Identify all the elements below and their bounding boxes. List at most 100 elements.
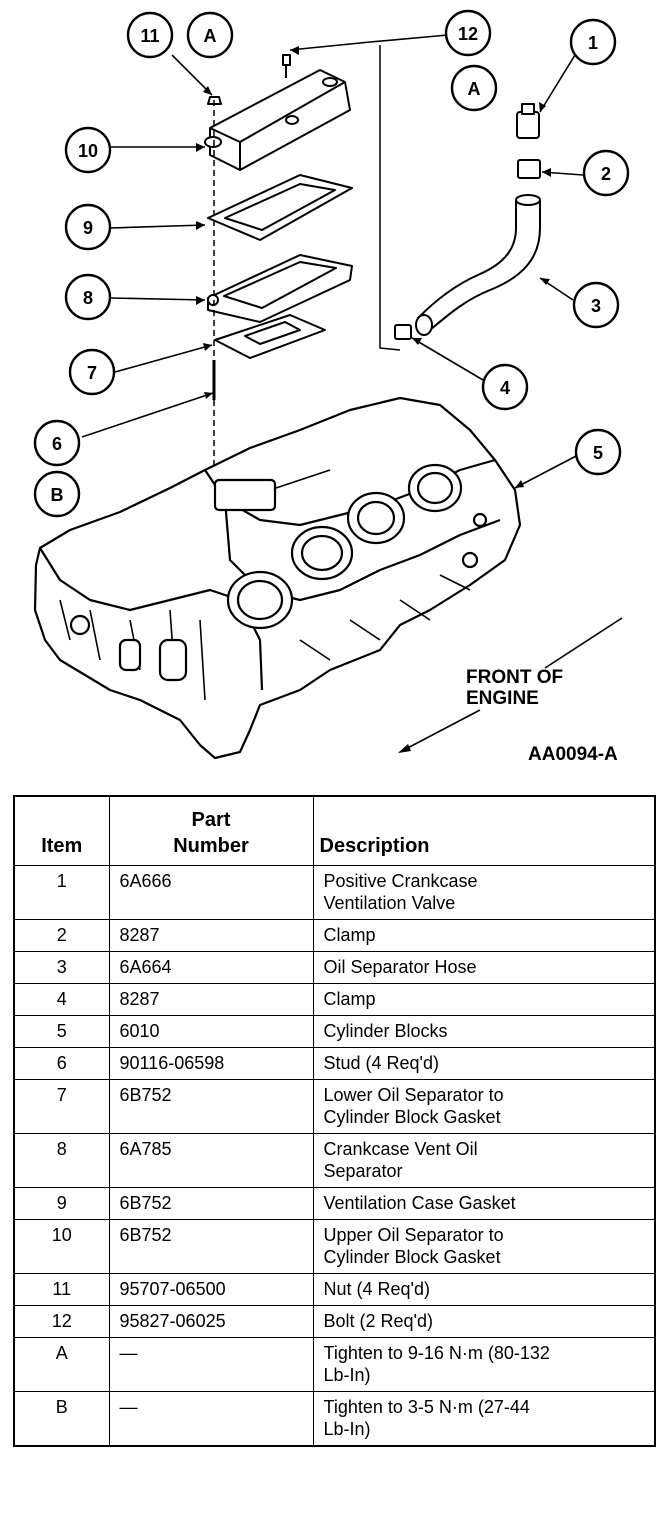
front-label-line1: FRONT OF [466, 667, 563, 688]
item-cell: 5 [13, 1015, 110, 1048]
callout-b-label: B [51, 485, 64, 505]
description-line: Clamp [323, 989, 376, 1009]
callout-6-circle [33, 419, 81, 467]
callout-a-right-circle [450, 64, 498, 112]
callout-2-label: 2 [601, 164, 611, 184]
description-line: Crankcase Vent Oil [323, 1139, 478, 1159]
description-line: Ventilation Case Gasket [323, 1193, 516, 1213]
callout-8-label: 8 [83, 288, 93, 308]
callout-a-right-label: A [468, 79, 481, 99]
callout-1-circle [569, 18, 617, 66]
front-arrowhead [398, 744, 411, 753]
part-number-cell: — [108, 1391, 314, 1447]
callout-7-label: 7 [87, 363, 97, 383]
item-cell: 8 [13, 1133, 110, 1188]
item-cell: 11 [13, 1273, 110, 1306]
description-line: Clamp [323, 925, 376, 945]
item-cell: 12 [13, 1305, 110, 1338]
exploded-view-diagram: 11 A 12 A 1 2 3 4 5 10 9 8 7 6 B FRONT O… [33, 9, 630, 765]
front-label-line2: ENGINE [466, 688, 539, 709]
callout-a-top-label: A [204, 26, 217, 46]
description-line: Separator [323, 1161, 403, 1181]
guide-lines [213, 45, 401, 470]
item-cell: 1 [13, 865, 110, 920]
part-number-cell: 6B752 [108, 1187, 314, 1220]
part-number-cell: 95827-06025 [108, 1305, 314, 1338]
callout-12-circle [444, 9, 492, 57]
callout-a-top-circle [186, 11, 234, 59]
part-number-cell: 6A785 [108, 1133, 314, 1188]
item-cell: 9 [13, 1187, 110, 1220]
front-of-engine-indicator: FRONT OF ENGINE [398, 617, 623, 753]
callout-b-circle [33, 470, 81, 518]
description-line: Cylinder Block Gasket [323, 1247, 501, 1267]
description-line: Tighten to 3-5 N·m (27-44 [323, 1397, 530, 1417]
description-cell: Stud (4 Req'd) [312, 1047, 656, 1080]
description-line: Tighten to 9-16 N·m (80-132 [323, 1343, 550, 1363]
item-cell: B [13, 1391, 110, 1447]
description-cell: Oil Separator Hose [312, 951, 656, 984]
callout-3-circle [572, 281, 620, 329]
pcv-hose-assembly [394, 103, 541, 340]
oil-separator-stack [204, 54, 353, 400]
item-cell: 6 [13, 1047, 110, 1080]
part-number-cell: 90116-06598 [108, 1047, 314, 1080]
description-line: Cylinder Blocks [323, 1021, 448, 1041]
callout-12-label: 12 [458, 24, 478, 44]
item-cell: 3 [13, 951, 110, 984]
header-item: Item [13, 795, 110, 866]
callout-6-label: 6 [52, 434, 62, 454]
item-cell: A [13, 1337, 110, 1392]
header-description: Description [312, 795, 656, 866]
table-header-row: Item Part Number Description [13, 795, 656, 866]
part-number-cell: 6010 [108, 1015, 314, 1048]
leader-lines [81, 34, 584, 489]
description-cell: Ventilation Case Gasket [312, 1187, 656, 1220]
front-arrow-lower [399, 709, 481, 753]
description-cell: Nut (4 Req'd) [312, 1273, 656, 1306]
callout-5-circle [574, 428, 622, 476]
callout-labels: 11 A 12 A 1 2 3 4 5 10 9 8 7 6 B [51, 24, 612, 505]
description-line: Cylinder Block Gasket [323, 1107, 501, 1127]
callout-10-circle [64, 126, 112, 174]
description-line: Stud (4 Req'd) [323, 1053, 440, 1073]
callout-5-label: 5 [593, 443, 603, 463]
callout-10-label: 10 [78, 141, 98, 161]
callout-circles [33, 9, 630, 518]
callout-3-label: 3 [591, 296, 601, 316]
figure-id: AA0094-A [528, 744, 618, 765]
header-part-number: Part Number [108, 795, 314, 866]
part-number-cell: 6A666 [108, 865, 314, 920]
item-cell: 2 [13, 919, 110, 952]
front-arrow-upper [544, 617, 623, 669]
description-cell: Cylinder Blocks [312, 1015, 656, 1048]
description-cell: Clamp [312, 919, 656, 952]
header-part-line2: Number [173, 835, 249, 857]
description-line: Bolt (2 Req'd) [323, 1311, 434, 1331]
callout-9-label: 9 [83, 218, 93, 238]
description-line: Lower Oil Separator to [323, 1085, 504, 1105]
description-cell: Bolt (2 Req'd) [312, 1305, 656, 1338]
description-line: Nut (4 Req'd) [323, 1279, 430, 1299]
callout-9-circle [64, 203, 112, 251]
leader-arrowheads [196, 46, 551, 488]
